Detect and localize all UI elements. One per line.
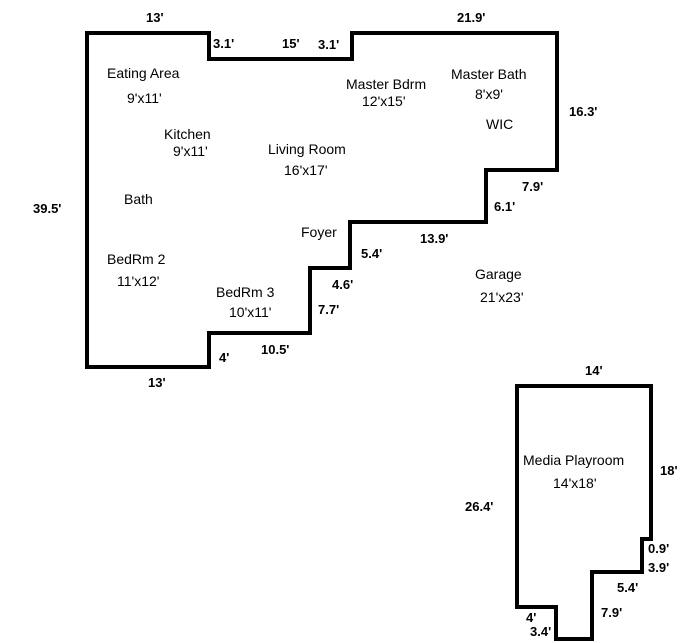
- room-size-garage: 21'x23': [480, 289, 524, 305]
- room-name-bedrm3: BedRm 3: [216, 284, 275, 300]
- dim-media-step2: 5.4': [617, 580, 638, 595]
- room-size-bedrm2: 11'x12': [117, 273, 159, 289]
- room-size-master-bdrm: 12'x15': [362, 93, 406, 109]
- dim-top-left: 13': [146, 10, 164, 25]
- room-name-eating-area: Eating Area: [107, 65, 180, 81]
- room-name-bath: Bath: [124, 191, 153, 207]
- room-name-media-playroom: Media Playroom: [523, 452, 624, 468]
- main-house-outline: [85, 31, 559, 369]
- room-name-foyer: Foyer: [301, 224, 337, 240]
- dim-media-step2-down: 7.9': [601, 605, 622, 620]
- dim-step-lower-down: 7.7': [318, 302, 339, 317]
- room-name-garage: Garage: [475, 266, 522, 282]
- room-name-wic: WIC: [486, 116, 513, 132]
- room-size-eating-area: 9'x11': [127, 90, 162, 106]
- dim-media-step1-down: 3.9': [648, 560, 669, 575]
- room-name-kitchen: Kitchen: [164, 126, 211, 142]
- dim-media-corner-down: 4': [526, 610, 536, 625]
- dim-media-step1: 0.9': [648, 541, 669, 556]
- room-name-bedrm2: BedRm 2: [107, 251, 166, 267]
- dim-top-right: 21.9': [457, 10, 485, 25]
- dim-media-right: 18': [660, 463, 678, 478]
- dim-notch-left: 3.1': [213, 36, 234, 51]
- media-playroom-outline: [515, 384, 653, 641]
- dim-bottom-left: 13': [148, 375, 166, 390]
- dim-step-middle-down: 5.4': [361, 246, 382, 261]
- dim-step-lower: 4.6': [332, 277, 353, 292]
- dim-media-top: 14': [585, 363, 603, 378]
- room-size-media-playroom: 14'x18': [553, 475, 597, 491]
- dim-corner-down: 4': [219, 350, 229, 365]
- dim-media-left: 26.4': [465, 499, 493, 514]
- dim-right-upper: 16.3': [569, 104, 597, 119]
- dim-step-upper: 7.9': [522, 179, 543, 194]
- dim-step-bottom: 10.5': [261, 342, 289, 357]
- room-size-bedrm3: 10'x11': [229, 304, 271, 320]
- dim-notch-right: 3.1': [318, 37, 339, 52]
- room-name-master-bath: Master Bath: [451, 66, 526, 82]
- room-size-living-room: 16'x17': [284, 162, 328, 178]
- room-name-living-room: Living Room: [268, 141, 346, 157]
- room-name-master-bdrm: Master Bdrm: [346, 76, 426, 92]
- room-size-kitchen: 9'x11': [173, 143, 208, 159]
- dim-step-middle: 13.9': [420, 231, 448, 246]
- dim-media-bottom: 3.4': [530, 624, 551, 639]
- dim-step-upper-down: 6.1': [494, 199, 515, 214]
- dim-notch-bottom: 15': [282, 36, 300, 51]
- dim-left-side: 39.5': [33, 201, 61, 216]
- room-size-master-bath: 8'x9': [475, 86, 503, 102]
